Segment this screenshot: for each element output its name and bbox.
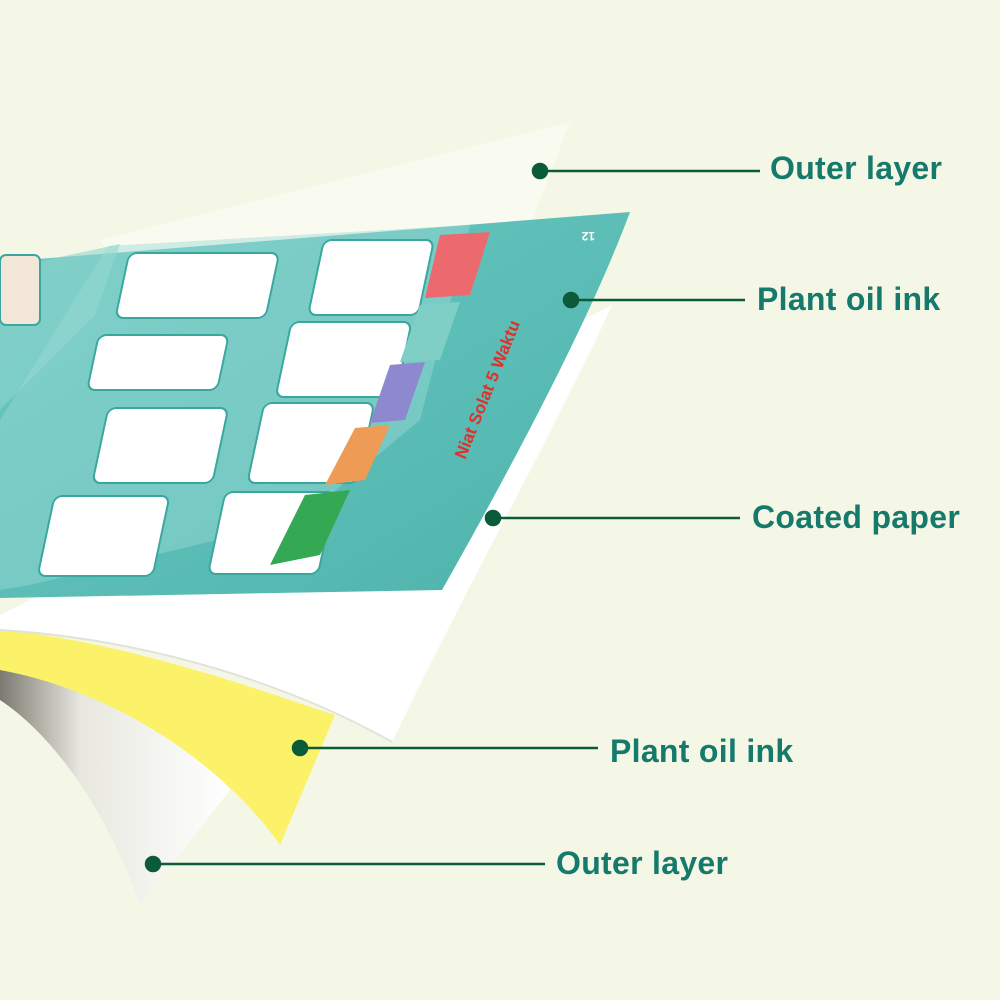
card xyxy=(115,252,279,319)
label-plant-oil-ink-top: Plant oil ink xyxy=(757,281,941,317)
card xyxy=(38,495,170,577)
bottom-ink-sheet xyxy=(0,630,335,845)
page-number: 12 xyxy=(581,229,595,243)
leader-dot xyxy=(531,162,549,180)
label-outer-layer-top: Outer layer xyxy=(770,150,943,186)
label-plant-oil-ink-bottom: Plant oil ink xyxy=(610,733,794,769)
card xyxy=(92,407,228,484)
label-outer-layer-bottom: Outer layer xyxy=(556,845,729,881)
leader-dot xyxy=(144,855,162,873)
illustration-cards xyxy=(0,239,434,577)
leader-lines xyxy=(144,162,760,873)
leader-dot xyxy=(562,291,580,309)
label-coated-paper: Coated paper xyxy=(752,499,961,535)
card xyxy=(308,239,434,316)
colored-tabs xyxy=(270,232,490,565)
card xyxy=(0,254,41,326)
leader-dot xyxy=(291,739,309,757)
leader-dot xyxy=(484,509,502,527)
card xyxy=(87,334,229,391)
bottom-outer-layer-sheet xyxy=(0,650,230,905)
